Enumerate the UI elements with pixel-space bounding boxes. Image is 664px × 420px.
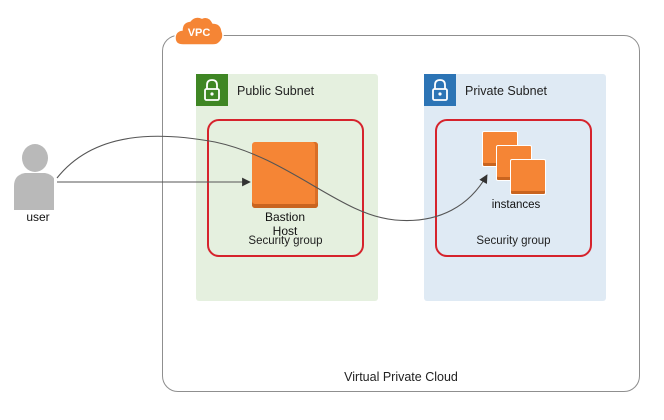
public-subnet-title: Public Subnet — [237, 84, 315, 98]
lock-icon — [432, 79, 448, 101]
instances-label: instances — [491, 199, 541, 211]
public-security-group — [207, 119, 364, 257]
user-label: user — [26, 210, 50, 224]
cloud-icon — [174, 16, 224, 46]
bastion-host-label: Bastion Host — [245, 210, 325, 238]
vpc-badge-text: VPC — [187, 27, 211, 39]
private-subnet-title: Private Subnet — [465, 84, 547, 98]
ec2-instances-icon — [482, 131, 552, 201]
bastion-host-label-line1: Bastion — [264, 210, 306, 224]
private-subnet-lock — [424, 74, 456, 106]
vpc-boundary — [162, 35, 640, 392]
vpc-badge: VPC — [173, 14, 225, 48]
bastion-host-label-line2: Host — [272, 224, 298, 238]
public-subnet-lock — [196, 74, 228, 106]
instance-box-front — [510, 159, 546, 195]
lock-icon — [204, 79, 220, 101]
private-security-group — [435, 119, 592, 257]
private-security-group-label: Security group — [476, 235, 551, 247]
vpc-label: Virtual Private Cloud — [344, 370, 458, 384]
user-to-instances-arrow — [56, 135, 488, 222]
user-icon — [14, 144, 54, 210]
public-security-group-label: Security group — [248, 235, 323, 247]
ec2-instance-icon — [252, 142, 318, 208]
